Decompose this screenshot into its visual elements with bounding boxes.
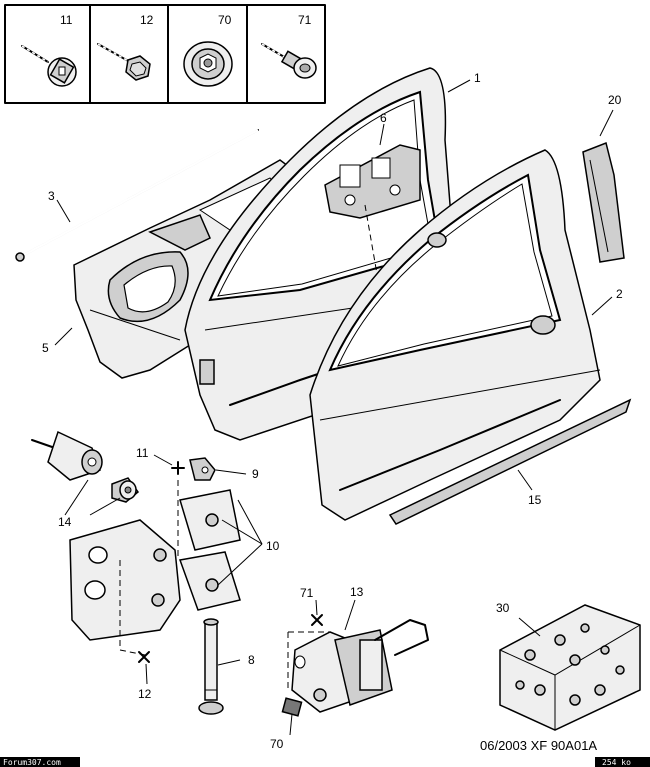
filesize-bar (595, 757, 650, 767)
shoulder-screw-icon (261, 43, 317, 79)
fastener-position-markers (138, 461, 323, 663)
callout-12: 12 (138, 687, 152, 701)
callout-labels: 1 2 3 5 6 8 9 10 11 12 13 14 15 20 30 70… (42, 71, 623, 751)
callout-14: 14 (58, 515, 72, 529)
callout-6: 6 (380, 111, 387, 125)
filesize-text: 254 ko (602, 758, 631, 767)
hinge-clip (189, 457, 216, 481)
nut-cage-part (281, 697, 303, 717)
legend-strip: 11 12 70 71 (4, 4, 326, 104)
door-hinge (69, 480, 241, 656)
door-check-strap (287, 619, 429, 713)
callout-10: 10 (266, 539, 280, 553)
callout-11: 11 (136, 446, 149, 460)
callout-20: 20 (608, 93, 622, 107)
callout-5: 5 (42, 341, 49, 355)
flange-bolt-icon (21, 45, 77, 87)
callout-3: 3 (48, 189, 55, 203)
callout-8: 8 (248, 653, 255, 667)
callout-2: 2 (616, 287, 623, 301)
callout-15: 15 (528, 493, 542, 507)
pillar-trim (582, 141, 625, 263)
callout-13: 13 (350, 585, 364, 599)
callout-1: 1 (474, 71, 481, 85)
rear-door (309, 149, 601, 521)
legend-label-71: 71 (298, 13, 312, 27)
legend-label-70: 70 (218, 13, 232, 27)
callout-70: 70 (270, 737, 284, 751)
watermark-text: Forum307.com (3, 758, 61, 767)
fastener-kit-box (499, 604, 641, 731)
hex-bolt-icon (97, 43, 151, 81)
hinge-pin (198, 618, 224, 715)
nut-cage-icon (183, 41, 233, 87)
legend-label-11: 11 (60, 13, 73, 27)
callout-30: 30 (496, 601, 510, 615)
drawing-reference: 06/2003 XF 90A01A (480, 738, 597, 753)
legend-label-12: 12 (140, 13, 154, 27)
callout-71: 71 (300, 586, 314, 600)
window-guide-rod (15, 128, 259, 262)
callout-9: 9 (252, 467, 259, 481)
watermark-bar (0, 757, 80, 767)
hinge-stud-assembly (31, 430, 140, 503)
leader-lines (54, 79, 614, 736)
window-regulator (324, 144, 421, 321)
door-moulding-strip (388, 398, 632, 525)
